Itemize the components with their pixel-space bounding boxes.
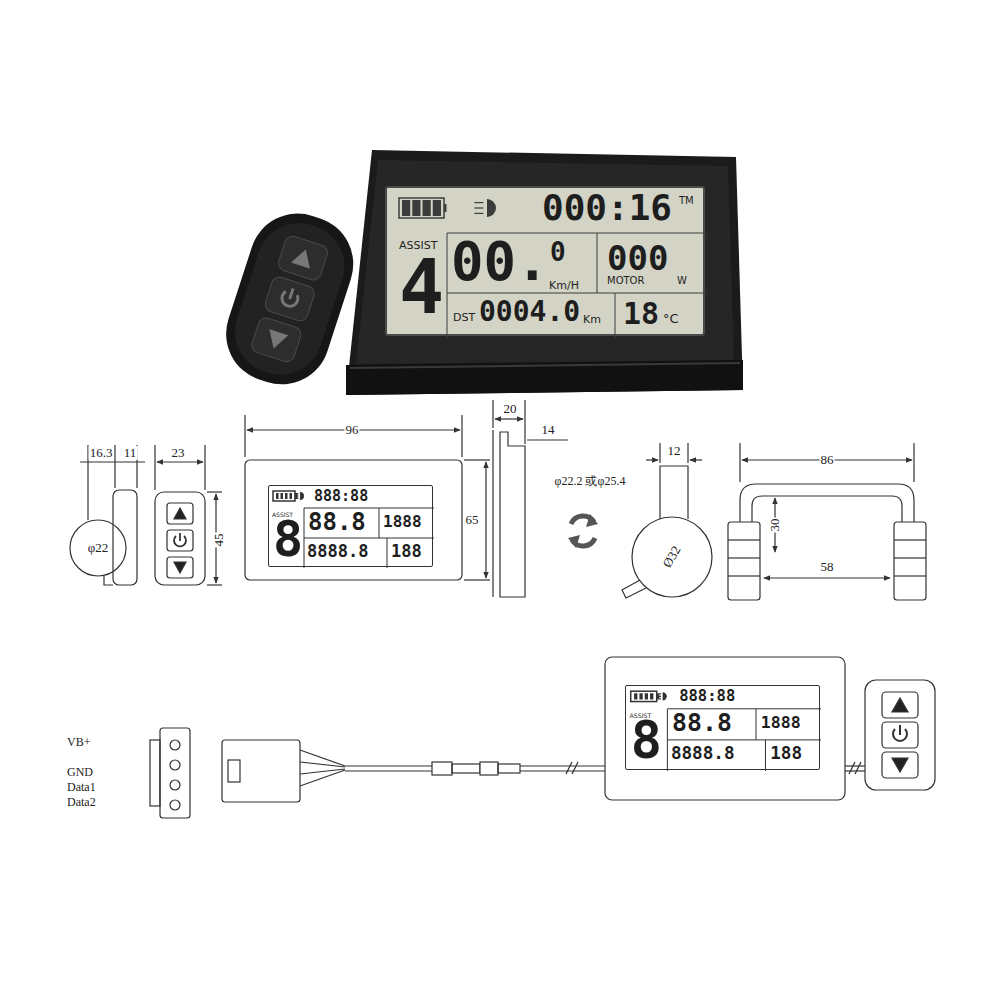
lcd-divider bbox=[667, 708, 821, 709]
lcd-reading: 0004.0 bbox=[479, 298, 580, 326]
lcd-divider bbox=[667, 739, 821, 740]
lcd-reading: 8 bbox=[631, 715, 662, 767]
battery-segment bbox=[645, 693, 648, 699]
lcd-reading: 188 bbox=[391, 543, 422, 560]
dimension-label: 12 bbox=[667, 444, 682, 458]
lamp-icon bbox=[300, 492, 304, 500]
lcd-reading: 8 bbox=[273, 514, 303, 564]
lcd-reading: 000:16 bbox=[542, 190, 672, 226]
lcd-reading: MOTOR bbox=[607, 276, 644, 286]
dimension-label: φ22 bbox=[87, 541, 110, 555]
dimension-label: 14 bbox=[541, 423, 556, 437]
dimension-drawings bbox=[70, 400, 926, 600]
battery-segment bbox=[285, 493, 288, 499]
dimension-label: 11 bbox=[123, 446, 138, 460]
lcd-reading: W bbox=[677, 276, 687, 286]
dimension-label: 45 bbox=[212, 533, 226, 548]
battery-segment bbox=[281, 493, 284, 499]
lcd-screen: 000:16TMASSIST400.0Km/H000MOTORWDST0004.… bbox=[385, 186, 705, 336]
battery-segment bbox=[423, 200, 431, 216]
lcd-reading: 000 bbox=[607, 241, 668, 275]
lcd-reading: 8888.8 bbox=[307, 543, 368, 560]
lcd-reading: 188 bbox=[770, 745, 802, 763]
lcd-divider bbox=[447, 233, 448, 338]
lcd-reading: 888:88 bbox=[679, 689, 735, 705]
battery-segment bbox=[290, 493, 293, 499]
lcd-divider bbox=[597, 233, 598, 293]
lcd-reading: 1888 bbox=[383, 514, 422, 530]
lcd-reading: Km/H bbox=[549, 280, 579, 291]
battery-tip bbox=[444, 204, 447, 212]
lcd-divider bbox=[615, 293, 616, 338]
lcd-screen: 888:88ASSIST888.818888888.8188 bbox=[625, 685, 820, 770]
battery-icon bbox=[273, 491, 295, 501]
lcd-divider bbox=[756, 709, 757, 740]
battery-segment bbox=[650, 693, 653, 699]
lcd-divider bbox=[387, 538, 388, 568]
lamp-ray bbox=[474, 213, 483, 214]
dimension-label: φ22.2 或φ25.4 bbox=[554, 475, 627, 488]
battery-segment bbox=[433, 200, 441, 216]
lamp-icon bbox=[663, 692, 667, 700]
lamp-ray bbox=[474, 207, 483, 208]
lcd-divider bbox=[379, 508, 380, 538]
lcd-divider bbox=[765, 740, 766, 771]
lamp-ray bbox=[474, 202, 483, 203]
lcd-reading: 1888 bbox=[761, 715, 801, 732]
lcd-divider bbox=[447, 233, 707, 234]
dimension-label: 86 bbox=[820, 453, 835, 467]
lcd-reading: 888:88 bbox=[314, 489, 368, 504]
wiring-drawing bbox=[150, 657, 935, 818]
lamp-icon bbox=[487, 199, 496, 217]
dimension-label: 20 bbox=[503, 402, 518, 416]
lamp-ray bbox=[657, 696, 661, 697]
lcd-reading: 0 bbox=[550, 239, 566, 265]
battery-segment bbox=[412, 200, 420, 216]
lamp-ray bbox=[657, 698, 661, 699]
rotate-symbol bbox=[568, 514, 598, 548]
lcd-divider bbox=[304, 508, 434, 509]
dimension-label: 65 bbox=[465, 513, 480, 527]
lcd-reading: DST bbox=[453, 312, 475, 323]
battery-segment bbox=[276, 493, 279, 499]
dimension-label: 96 bbox=[345, 423, 360, 437]
lamp-ray bbox=[657, 693, 661, 694]
lamp-ray bbox=[294, 495, 298, 496]
lcd-reading: Km bbox=[583, 314, 601, 325]
lcd-screen: 888:88ASSIST888.818888888.8188 bbox=[268, 485, 433, 567]
lamp-ray bbox=[294, 498, 298, 499]
lcd-reading: 00. bbox=[451, 235, 549, 289]
display-photo bbox=[346, 150, 743, 395]
dimension-label: 16.3 bbox=[89, 446, 114, 460]
lcd-reading: °C bbox=[663, 312, 679, 325]
lcd-reading: 88.8 bbox=[672, 711, 732, 736]
lcd-divider bbox=[304, 538, 434, 539]
battery-icon bbox=[631, 691, 657, 701]
battery-segment bbox=[634, 693, 637, 699]
battery-segment bbox=[639, 693, 642, 699]
lcd-reading: 4 bbox=[399, 250, 444, 325]
lcd-reading: 18 bbox=[623, 299, 659, 329]
pin-label: Data1 bbox=[66, 781, 97, 794]
battery-segment bbox=[402, 200, 410, 216]
lamp-ray bbox=[294, 493, 298, 494]
lcd-reading: 88.8 bbox=[308, 510, 366, 534]
lcd-reading: 8888.8 bbox=[671, 745, 735, 763]
dimension-label: 23 bbox=[171, 446, 186, 460]
pin-label: Data2 bbox=[66, 796, 97, 809]
pin-label: VB+ bbox=[66, 736, 91, 749]
battery-tip bbox=[295, 494, 298, 498]
dimension-label: 58 bbox=[820, 560, 835, 574]
battery-icon bbox=[399, 198, 444, 218]
lcd-divider bbox=[447, 293, 707, 294]
dimension-label: Ø32 bbox=[660, 543, 685, 571]
remote-photo bbox=[214, 201, 366, 397]
pin-label: GND bbox=[66, 766, 94, 779]
lcd-reading: TM bbox=[679, 196, 694, 206]
dimension-label: 30 bbox=[768, 518, 782, 533]
